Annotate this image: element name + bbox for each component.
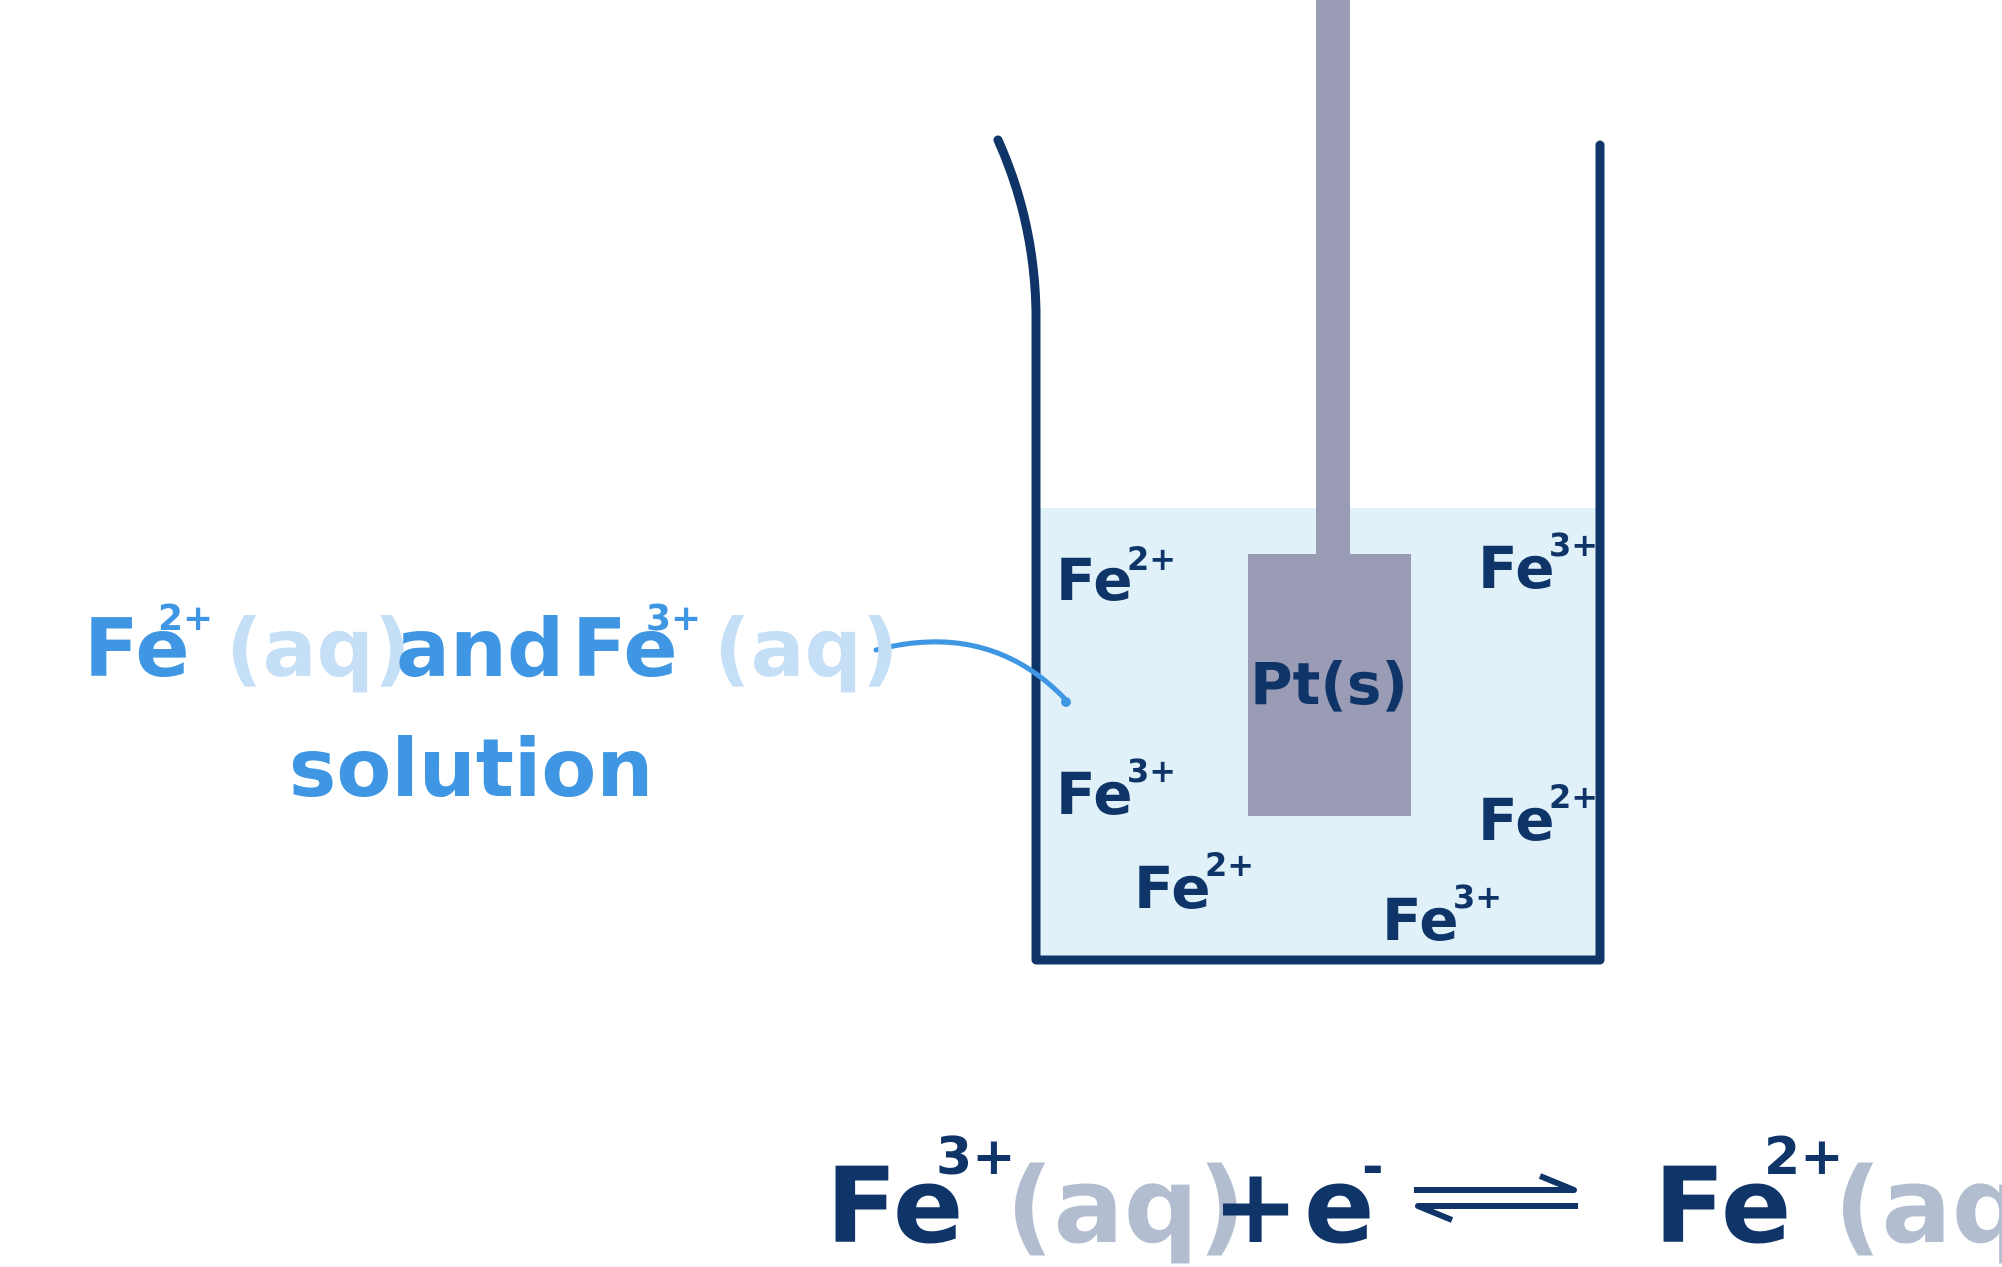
- svg-text:Fe: Fe: [84, 602, 190, 695]
- electrode-rod: [1316, 0, 1350, 560]
- svg-text:solution: solution: [289, 722, 654, 815]
- svg-text:+: +: [1212, 1145, 1299, 1267]
- svg-text:Fe: Fe: [1134, 854, 1211, 922]
- equilibrium-arrow-icon: [1414, 1173, 1578, 1223]
- svg-text:Fe: Fe: [1056, 546, 1133, 614]
- svg-text:(aq): (aq): [226, 602, 410, 695]
- svg-text:2+: 2+: [1127, 540, 1176, 578]
- svg-text:3+: 3+: [936, 1127, 1016, 1187]
- ion-fe3-middle-left: Fe 3+: [1056, 752, 1176, 828]
- half-equation: Fe 3+ (aq) + e - Fe 2+ (aq): [826, 1127, 2002, 1267]
- svg-text:2+: 2+: [158, 598, 213, 639]
- svg-text:Fe: Fe: [1654, 1145, 1791, 1267]
- solution-label: Fe 2+ (aq) and Fe 3+ (aq) solution: [84, 598, 898, 815]
- svg-text:3+: 3+: [646, 598, 701, 639]
- ion-fe3-bottom-right: Fe 3+: [1382, 878, 1502, 954]
- ion-fe2-bottom-left: Fe 2+: [1134, 846, 1254, 922]
- svg-text:e: e: [1304, 1145, 1375, 1267]
- svg-text:(aq): (aq): [1834, 1145, 2002, 1267]
- ion-fe3-top-right: Fe 3+: [1478, 526, 1598, 602]
- svg-text:Fe: Fe: [1382, 886, 1459, 954]
- svg-text:-: -: [1362, 1137, 1384, 1197]
- ion-fe2-middle-right: Fe 2+: [1478, 778, 1598, 854]
- svg-text:3+: 3+: [1453, 878, 1502, 916]
- svg-text:(aq): (aq): [1006, 1145, 1246, 1267]
- svg-text:3+: 3+: [1127, 752, 1176, 790]
- label-pointer-line: [873, 639, 1069, 703]
- svg-text:Fe: Fe: [1478, 786, 1555, 854]
- svg-text:Fe: Fe: [1056, 760, 1133, 828]
- svg-text:3+: 3+: [1549, 526, 1598, 564]
- ion-fe2-top-left: Fe 2+: [1056, 540, 1176, 614]
- svg-text:2+: 2+: [1205, 846, 1254, 884]
- svg-text:Fe: Fe: [1478, 534, 1555, 602]
- label-pointer-dot: [1061, 697, 1071, 707]
- svg-text:Fe: Fe: [572, 602, 678, 695]
- svg-text:(aq): (aq): [714, 602, 898, 695]
- svg-text:and: and: [396, 602, 564, 695]
- platinum-electrode: [1248, 554, 1411, 816]
- svg-text:Fe: Fe: [826, 1145, 963, 1267]
- svg-text:2+: 2+: [1549, 778, 1598, 816]
- electrode-label: Pt(s): [1250, 650, 1408, 718]
- beaker-outline: [993, 135, 1605, 965]
- svg-text:2+: 2+: [1764, 1127, 1844, 1187]
